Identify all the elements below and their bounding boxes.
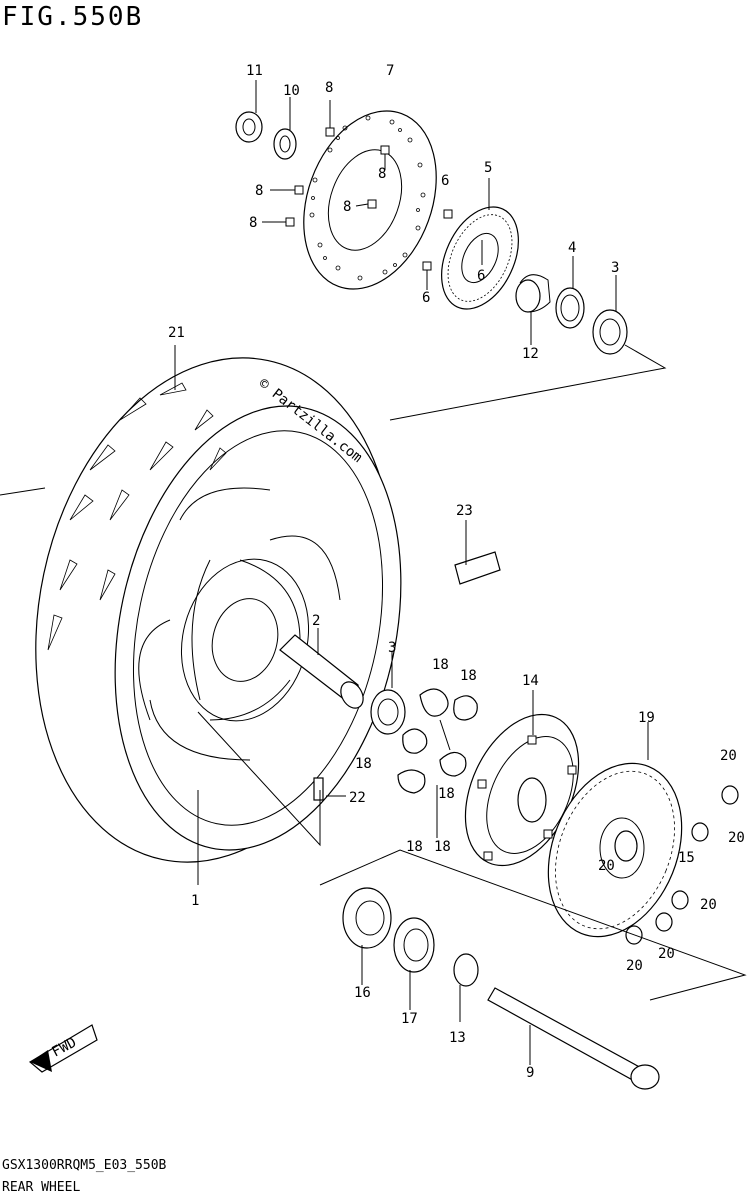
- callout-20f: 20: [598, 858, 615, 874]
- callout-8b: 8: [378, 166, 386, 182]
- callout-20e: 20: [626, 958, 643, 974]
- assembly-guide-line: [389, 344, 667, 421]
- callout-8d: 8: [343, 199, 351, 215]
- callout-14: 14: [522, 673, 539, 689]
- fwd-arrow-icon: FWD: [28, 1024, 98, 1073]
- callout-20d: 20: [658, 946, 675, 962]
- figure-title: FIG.550B: [2, 2, 144, 32]
- callout-18b: 18: [460, 668, 477, 684]
- hub-sleeve: [279, 628, 364, 709]
- callout-6a: 6: [441, 173, 449, 189]
- callout-20c: 20: [700, 897, 717, 913]
- spacer: [515, 274, 551, 345]
- callout-16: 16: [354, 985, 371, 1001]
- callout-1: 1: [191, 893, 199, 909]
- tire-valve: [313, 777, 346, 801]
- bearing-left: [342, 887, 392, 985]
- drawing-code: GSX1300RRQM5_E03_550B: [2, 1158, 167, 1173]
- oil-seal: [555, 256, 585, 329]
- axle-nut: [235, 80, 263, 143]
- abs-rotor-screws: [422, 209, 483, 290]
- callout-13: 13: [449, 1030, 466, 1046]
- bearing-lower: [370, 652, 406, 735]
- callout-19: 19: [638, 710, 655, 726]
- bearing-upper: [592, 275, 628, 355]
- callout-21: 21: [168, 325, 185, 341]
- wheel-dampers: [397, 688, 478, 838]
- callout-8e: 8: [249, 215, 257, 231]
- callout-7: 7: [386, 63, 394, 79]
- sprocket-nuts: [625, 785, 739, 945]
- callout-8c: 8: [255, 183, 263, 199]
- callout-10: 10: [283, 83, 300, 99]
- callout-20b: 20: [728, 830, 745, 846]
- spacer-left: [453, 953, 479, 1022]
- sprocket-mounting-drum: [464, 690, 580, 867]
- valve-guide-line: [197, 711, 321, 847]
- callout-15: 15: [678, 850, 695, 866]
- callout-20a: 20: [720, 748, 737, 764]
- oil-seal-left: [393, 917, 435, 1010]
- callout-18f: 18: [434, 839, 451, 855]
- callout-6c: 6: [422, 290, 430, 306]
- callout-18d: 18: [438, 786, 455, 802]
- callout-6b: 6: [477, 268, 485, 284]
- drawing-name: REAR WHEEL: [2, 1180, 81, 1195]
- callout-12: 12: [522, 346, 539, 362]
- balancer-weight: [454, 520, 501, 585]
- callout-4: 4: [568, 240, 576, 256]
- callout-22: 22: [349, 790, 366, 806]
- callout-3: 3: [611, 260, 619, 276]
- callout-3-lower: 3: [388, 640, 396, 656]
- callout-18e: 18: [406, 839, 423, 855]
- callout-numbers: 1 2 3 3 4 5 6 6 6 7 8 8 8 8 8 9 10 11 12…: [168, 63, 745, 1081]
- callout-8a: 8: [325, 80, 333, 96]
- callout-9: 9: [526, 1065, 534, 1081]
- rear-sprocket: [547, 722, 683, 938]
- callout-2: 2: [312, 613, 320, 629]
- callout-23: 23: [456, 503, 473, 519]
- rear-axle: [487, 987, 660, 1090]
- callout-18a: 18: [432, 657, 449, 673]
- callout-5: 5: [484, 160, 492, 176]
- washer: [273, 97, 297, 160]
- callout-11: 11: [246, 63, 263, 79]
- disc-bolts: [262, 100, 390, 227]
- callout-18c: 18: [355, 756, 372, 772]
- callout-17: 17: [401, 1011, 418, 1027]
- abs-sensor-rotor: [441, 178, 519, 310]
- sprocket-guide-line: [319, 849, 747, 1001]
